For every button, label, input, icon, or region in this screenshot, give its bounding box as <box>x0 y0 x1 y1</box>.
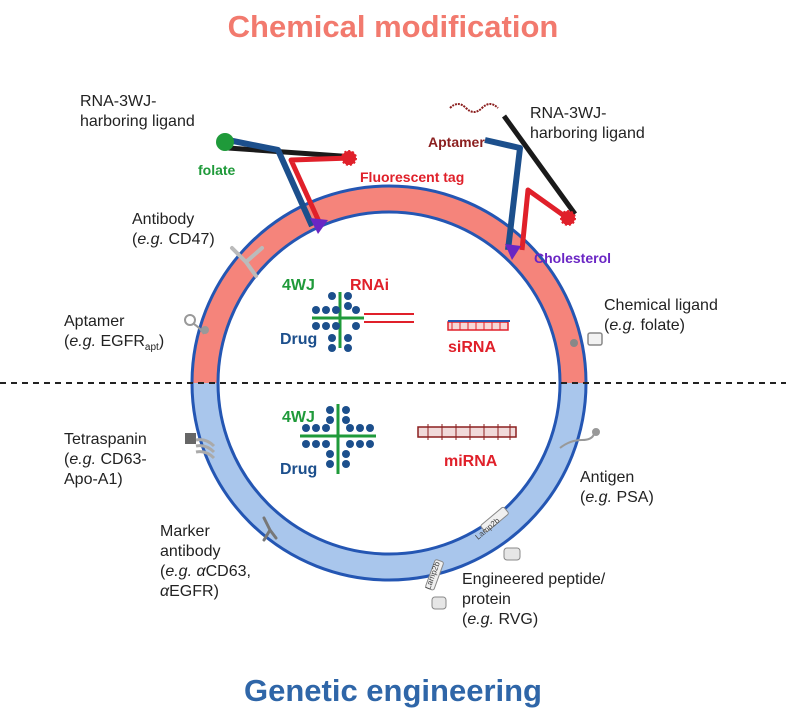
aptamer-title: Aptamer <box>64 313 125 330</box>
aptamer-membrane-icon <box>184 314 209 335</box>
aptamer-ligand-label: Aptamer <box>428 134 485 150</box>
marker-ex: CD63, <box>205 563 251 580</box>
engineered-peptide-icon <box>425 506 521 610</box>
mirna-label: miRNA <box>444 453 498 470</box>
ligand-left-label: RNA-3WJ- harboring ligand <box>80 92 195 132</box>
marker-line2: antibody <box>160 543 221 560</box>
antigen-ex: PSA) <box>612 489 654 506</box>
chem-title: Chemical ligand <box>604 297 718 314</box>
aptamer-ex: EGFR <box>96 333 145 350</box>
tetraspanin-line3: Apo-A1) <box>64 471 123 488</box>
aptamer-strand <box>449 103 499 113</box>
antibody-title: Antibody <box>132 211 195 228</box>
eng-ex: RVG) <box>494 611 539 628</box>
antibody-label: Antibody (e.g. CD47) <box>132 210 215 250</box>
ligand-left-line2: harboring ligand <box>80 113 195 130</box>
ligand-right-line2: harboring ligand <box>530 125 645 142</box>
ligand-right-line1: RNA-3WJ- <box>530 105 607 122</box>
drug-bottom-label: Drug <box>280 461 318 478</box>
folate-label: folate <box>198 162 236 178</box>
aptamer-eg: e.g. <box>69 333 97 350</box>
eng-example: (e.g. RVG) <box>462 611 539 628</box>
sirna-duplex <box>447 320 510 331</box>
eng-eg: e.g. <box>467 611 495 628</box>
marker-line3: (e.g. αCD63, <box>160 563 251 580</box>
antibody-ex: CD47) <box>164 231 215 248</box>
drug-top-label: Drug <box>280 331 318 348</box>
ligand-right-label: RNA-3WJ- harboring ligand <box>530 104 645 144</box>
ligand-left-3wj <box>216 133 357 234</box>
antibody-example: (e.g. CD47) <box>132 231 215 248</box>
aptamer-sub: apt <box>144 342 159 354</box>
4wj-bottom-label: 4WJ <box>282 409 315 426</box>
vesicle-top-half <box>192 186 586 384</box>
marker-l4: EGFR) <box>169 583 219 600</box>
tetraspanin-ex: CD63- <box>96 451 147 468</box>
tetraspanin-example: (e.g. CD63- <box>64 451 147 468</box>
ligand-left-line1: RNA-3WJ- <box>80 93 157 110</box>
tetraspanin-eg: e.g. <box>69 451 97 468</box>
marker-alpha: α <box>160 583 170 600</box>
chem-ex: folate) <box>636 317 685 334</box>
vesicle-inner-membrane <box>216 210 562 556</box>
rnai-label: RNAi <box>350 277 390 294</box>
antigen-label: Antigen (e.g. PSA) <box>580 468 654 508</box>
fluorescent-tag-marker <box>341 150 357 166</box>
tetraspanin-label: Tetraspanin (e.g. CD63- Apo-A1) <box>64 430 147 490</box>
4wj-top-label: 4WJ <box>282 277 315 294</box>
antibody-eg: e.g. <box>137 231 165 248</box>
antigen-title: Antigen <box>580 469 635 486</box>
folate-molecule <box>216 133 234 151</box>
ligand-right-3wj <box>449 103 578 260</box>
4wj-nanoparticle-bottom <box>300 404 376 474</box>
title-genetic-engineering: Genetic engineering <box>243 673 542 708</box>
cholesterol-label: Cholesterol <box>534 250 612 266</box>
marker-line1: Marker <box>160 523 210 540</box>
antibody-icon <box>230 246 264 278</box>
aptamer-example: (e.g. EGFRapt) <box>64 333 165 354</box>
fluorescent-tag-marker-right <box>560 210 576 226</box>
marker-line4: αEGFR) <box>160 582 251 602</box>
antigen-eg: e.g. <box>585 489 613 506</box>
eng-line1: Engineered peptide/ <box>462 571 606 588</box>
title-chemical-modification: Chemical modification <box>227 9 559 44</box>
marker-antibody-icon <box>262 516 278 542</box>
vesicle-bottom-half <box>192 382 586 580</box>
antigen-example: (e.g. PSA) <box>580 489 654 506</box>
tetraspanin-icon <box>185 433 216 460</box>
chemical-ligand-icon <box>570 332 603 347</box>
4wj-nanoparticle-top <box>312 292 414 352</box>
mirna-duplex <box>417 424 517 440</box>
marker-antibody-label: Marker antibody (e.g. αCD63, αEGFR) <box>160 522 251 602</box>
antigen-icon <box>559 428 600 449</box>
fluorescent-tag-label: Fluorescent tag <box>360 169 465 185</box>
chem-example: (e.g. folate) <box>604 317 685 334</box>
sirna-label: siRNA <box>448 339 497 356</box>
ligand-anchor-left <box>310 218 328 234</box>
ligand-anchor-right <box>505 244 521 260</box>
chem-eg: e.g. <box>609 317 637 334</box>
marker-eg: e.g. α <box>165 563 206 580</box>
aptamer-label: Aptamer (e.g. EGFRapt) <box>64 312 164 358</box>
chemical-ligand-label: Chemical ligand (e.g. folate) <box>604 296 718 336</box>
engineered-peptide-label: Engineered peptide/ protein (e.g. RVG) <box>462 570 605 630</box>
eng-line2: protein <box>462 591 511 608</box>
tetraspanin-title: Tetraspanin <box>64 431 147 448</box>
